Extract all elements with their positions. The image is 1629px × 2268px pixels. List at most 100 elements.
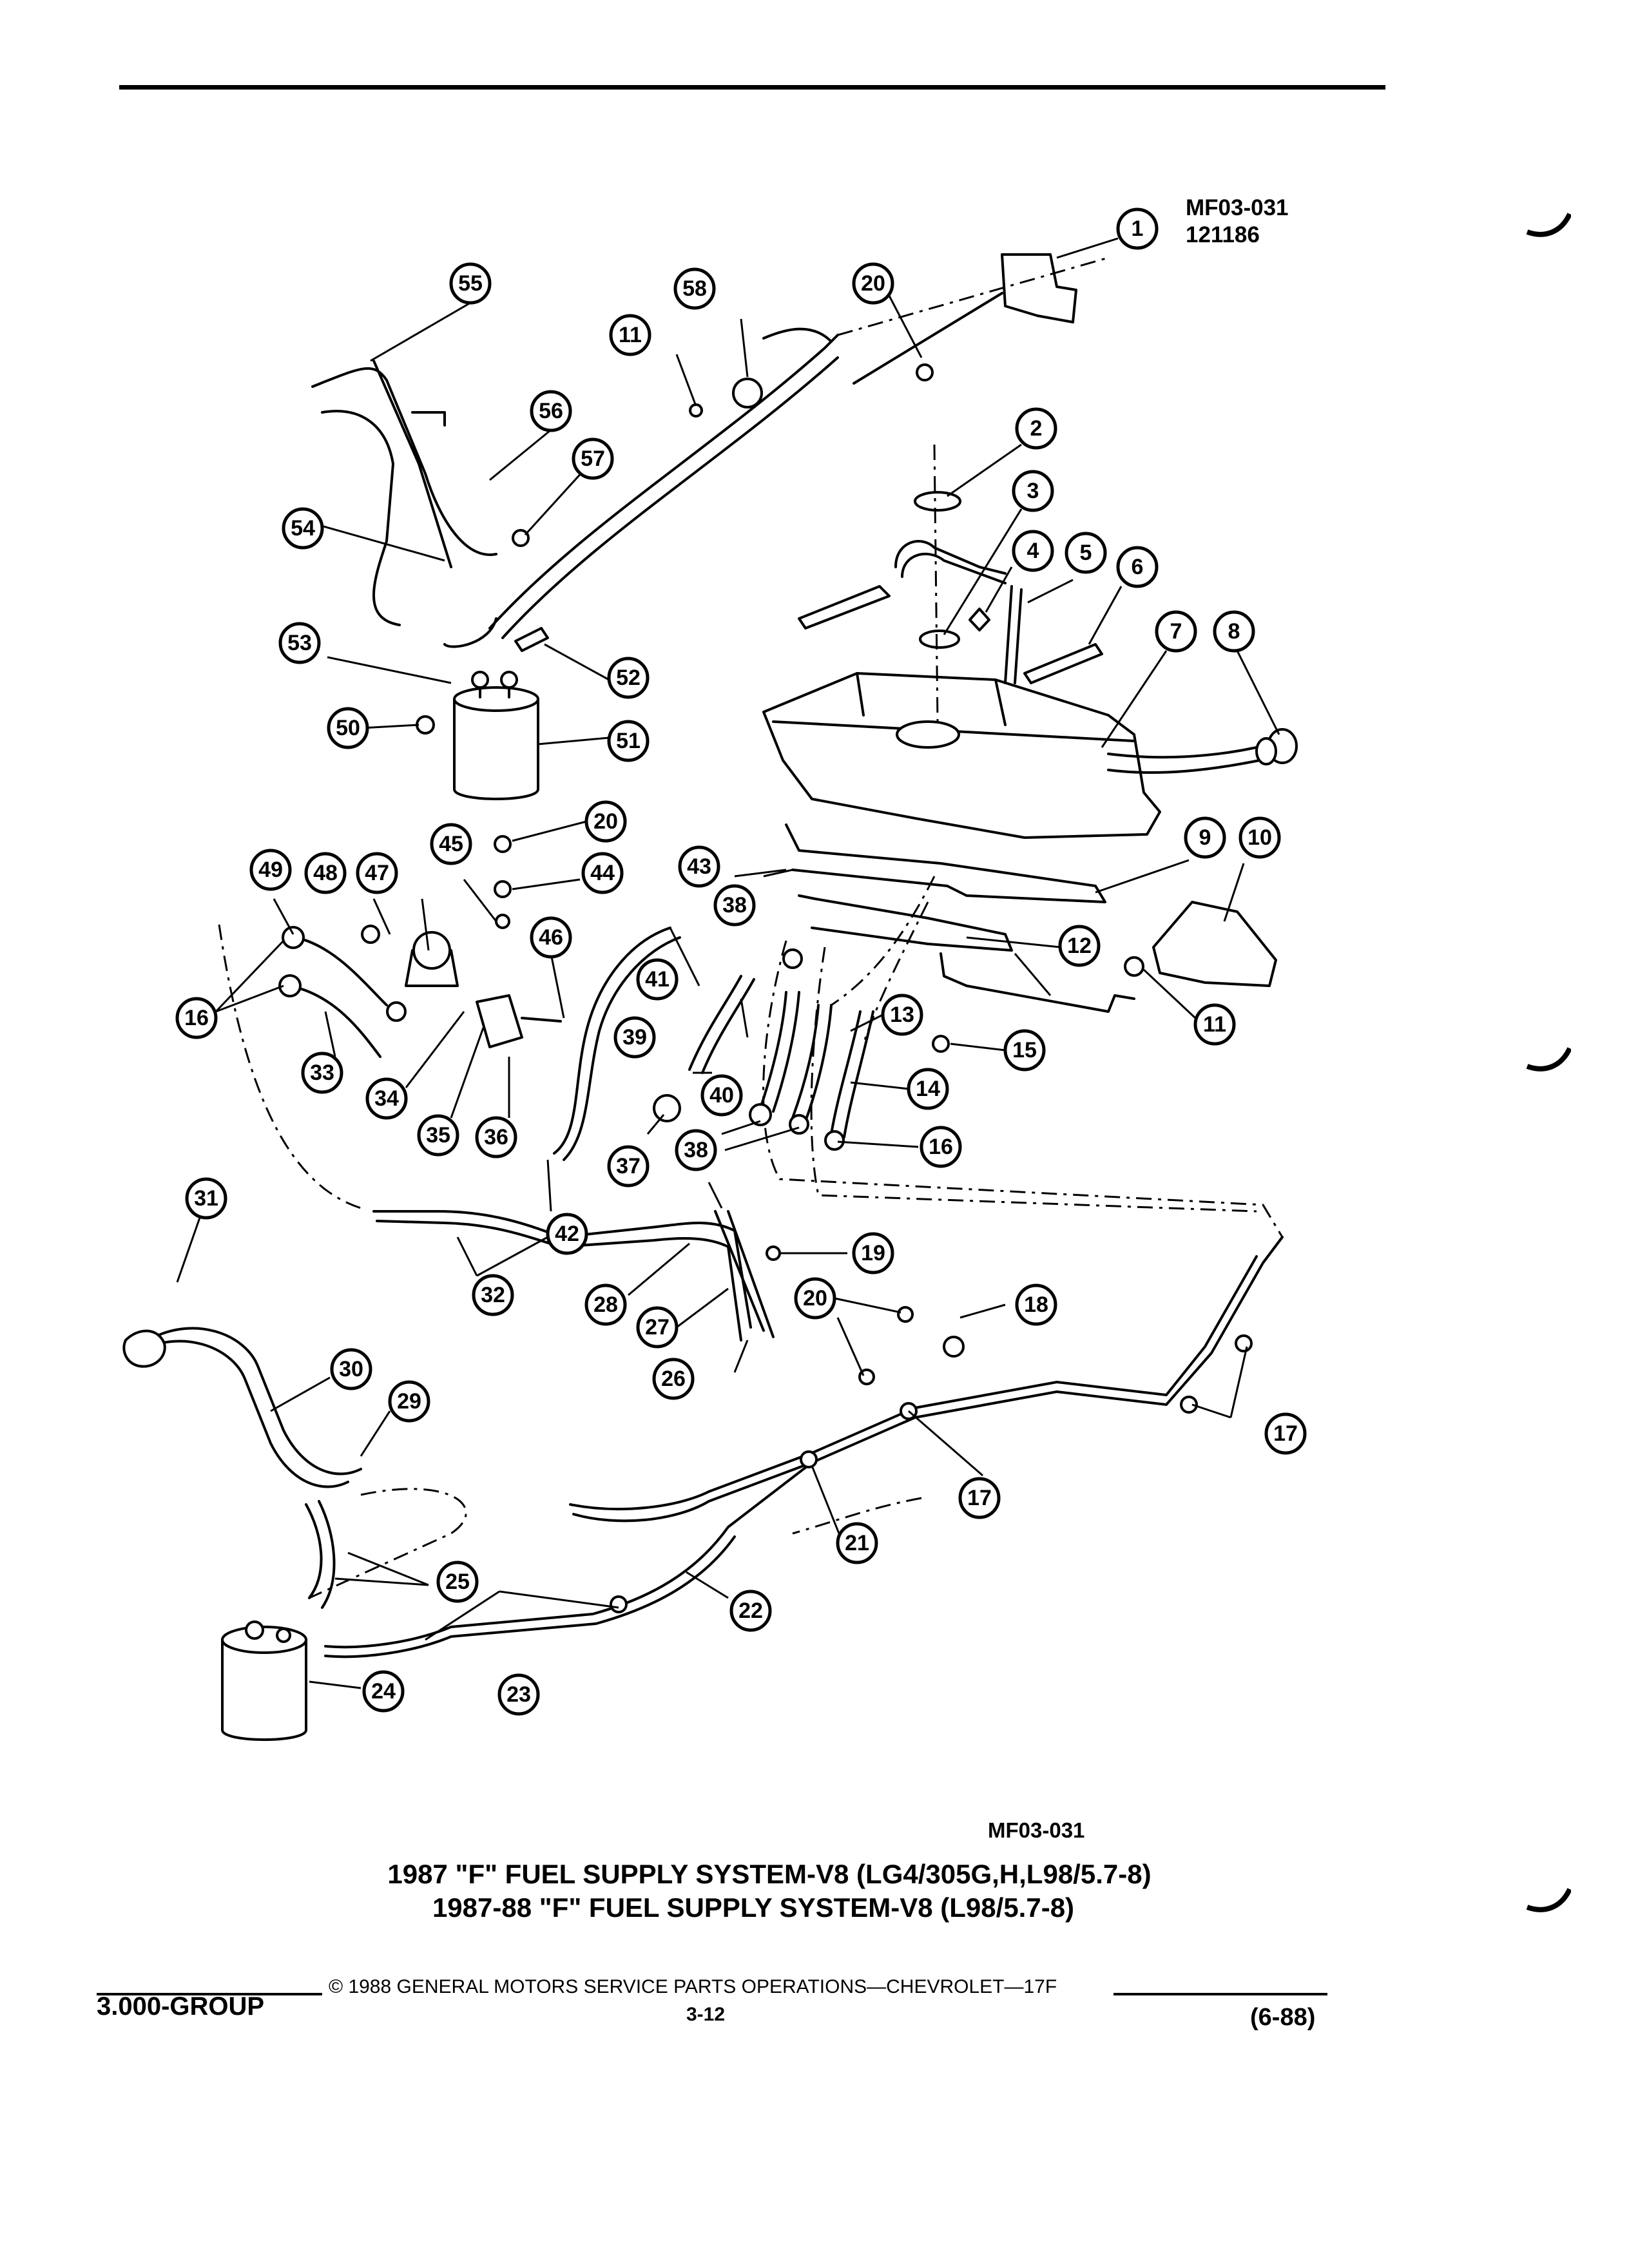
- callout-8: 8: [1213, 610, 1255, 653]
- svg-text:8: 8: [1228, 619, 1240, 644]
- callout-41: 41: [636, 958, 679, 1001]
- svg-text:43: 43: [687, 854, 711, 879]
- svg-text:40: 40: [709, 1083, 734, 1108]
- callout-2: 2: [1015, 407, 1057, 450]
- svg-text:58: 58: [682, 276, 707, 301]
- svg-text:4: 4: [1027, 539, 1039, 563]
- svg-text:48: 48: [313, 861, 338, 885]
- svg-text:21: 21: [845, 1531, 869, 1555]
- svg-text:9: 9: [1199, 825, 1211, 850]
- svg-text:12: 12: [1067, 934, 1092, 958]
- svg-text:33: 33: [310, 1061, 334, 1085]
- callout-17-right: 17: [1264, 1412, 1307, 1455]
- footer-rule-right: [1113, 1993, 1327, 1995]
- drawing-code-bottom: MF03-031: [988, 1818, 1085, 1842]
- callout-39: 39: [613, 1016, 656, 1059]
- callout-18: 18: [1015, 1283, 1057, 1326]
- svg-text:46: 46: [539, 925, 563, 950]
- bracket-35: [476, 994, 523, 1048]
- svg-text:32: 32: [481, 1283, 505, 1307]
- callout-21: 21: [836, 1522, 878, 1564]
- callout-5: 5: [1065, 532, 1107, 574]
- svg-text:11: 11: [619, 323, 642, 347]
- callout-25: 25: [436, 1561, 479, 1603]
- footer-group: 3.000-GROUP: [97, 1992, 265, 2021]
- callout-55: 55: [449, 262, 492, 305]
- svg-text:27: 27: [645, 1315, 670, 1340]
- heat-shield: [1152, 901, 1277, 987]
- svg-text:20: 20: [803, 1286, 827, 1311]
- callout-44: 44: [581, 852, 624, 894]
- footer-rule-left: [97, 1993, 322, 1995]
- svg-text:22: 22: [738, 1599, 763, 1623]
- callout-47: 47: [356, 852, 398, 894]
- svg-text:38: 38: [684, 1138, 708, 1162]
- callout-20-lower: 20: [794, 1277, 836, 1320]
- svg-text:17: 17: [1273, 1421, 1298, 1446]
- callout-17-center: 17: [958, 1477, 1001, 1519]
- svg-text:35: 35: [426, 1123, 450, 1148]
- callout-14: 14: [907, 1068, 949, 1110]
- svg-text:31: 31: [194, 1186, 218, 1211]
- svg-text:29: 29: [397, 1389, 421, 1414]
- svg-text:53: 53: [287, 631, 312, 655]
- callout-28: 28: [584, 1283, 627, 1326]
- caption-line-1: 1987 "F" FUEL SUPPLY SYSTEM-V8 (LG4/305G…: [387, 1859, 1152, 1889]
- callout-48: 48: [304, 852, 347, 894]
- svg-text:26: 26: [661, 1367, 686, 1391]
- svg-text:7: 7: [1170, 619, 1182, 644]
- svg-text:6: 6: [1132, 555, 1144, 579]
- svg-text:16: 16: [184, 1006, 209, 1030]
- fuel-hose-40: [759, 991, 800, 1113]
- callout-42: 42: [546, 1213, 588, 1255]
- callout-6: 6: [1116, 546, 1159, 588]
- svg-text:52: 52: [616, 666, 641, 690]
- svg-text:39: 39: [622, 1025, 647, 1050]
- callout-36: 36: [475, 1116, 517, 1158]
- svg-text:25: 25: [445, 1570, 470, 1594]
- svg-text:24: 24: [371, 1679, 396, 1704]
- svg-text:17: 17: [967, 1486, 992, 1510]
- callout-19: 19: [852, 1232, 894, 1274]
- svg-text:19: 19: [861, 1241, 885, 1265]
- callout-3: 3: [1012, 470, 1054, 512]
- callout-7: 7: [1155, 610, 1197, 653]
- binder-hole-mark: [1526, 1888, 1571, 1912]
- callout-58: 58: [673, 267, 716, 310]
- callout-57: 57: [572, 437, 614, 480]
- footer-copyright: © 1988 GENERAL MOTORS SERVICE PARTS OPER…: [329, 1976, 1057, 1997]
- svg-text:51: 51: [616, 729, 641, 753]
- binder-hole-mark: [1526, 1047, 1571, 1072]
- callout-46: 46: [530, 916, 572, 959]
- callout-16-left: 16: [175, 997, 218, 1039]
- svg-text:56: 56: [539, 399, 563, 423]
- top-rule: [119, 85, 1385, 90]
- svg-text:44: 44: [590, 861, 615, 885]
- svg-text:45: 45: [439, 832, 463, 856]
- callout-1: 1: [1116, 207, 1159, 250]
- svg-text:13: 13: [890, 1003, 914, 1027]
- callout-20-middle: 20: [584, 800, 627, 843]
- seal-ring-bottom: [919, 629, 960, 649]
- tank-strap-12-upper: [798, 894, 1013, 952]
- reference-line-1: [837, 256, 1109, 336]
- sending-unit-pipes: [894, 540, 1023, 684]
- callout-38-upper: 38: [713, 884, 756, 927]
- svg-text:2: 2: [1030, 416, 1043, 441]
- svg-text:15: 15: [1012, 1038, 1037, 1062]
- svg-text:57: 57: [581, 447, 605, 471]
- svg-text:36: 36: [484, 1125, 508, 1149]
- svg-text:34: 34: [374, 1086, 399, 1111]
- svg-text:16: 16: [929, 1135, 953, 1159]
- callout-10: 10: [1239, 816, 1281, 859]
- callout-37: 37: [607, 1145, 650, 1187]
- svg-text:50: 50: [336, 716, 360, 740]
- drawing-date: 121186: [1186, 222, 1260, 247]
- vapor-hose-bundle: [311, 360, 497, 626]
- callout-16-right: 16: [920, 1126, 962, 1168]
- leader-lines: [176, 237, 1280, 1689]
- callout-56: 56: [530, 390, 572, 432]
- callout-23: 23: [497, 1673, 540, 1716]
- binder-hole-mark: [1526, 213, 1571, 237]
- svg-text:42: 42: [555, 1222, 579, 1246]
